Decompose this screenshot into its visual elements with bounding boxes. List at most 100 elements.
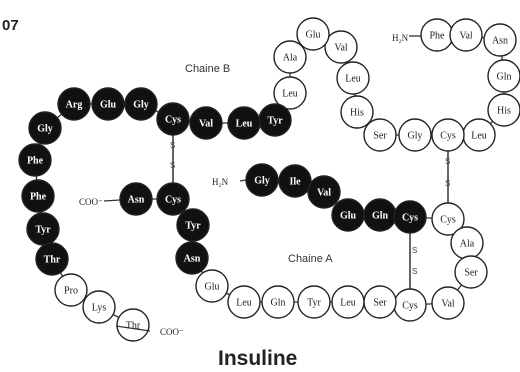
chain-b-residue-21 xyxy=(91,87,125,121)
chain-a-residue-label: Glu xyxy=(205,282,220,293)
chain-b-residue-label: Gly xyxy=(408,131,423,142)
diagram-title: Insuline xyxy=(218,347,297,370)
chain-b-residue-label: Arg xyxy=(66,100,83,111)
chain-a-residue-label: Gln xyxy=(271,298,286,309)
chain-a-residue-21 xyxy=(119,182,153,216)
chain-a-residue-label: Ile xyxy=(289,177,301,188)
chain-a-residue-label: Ser xyxy=(373,298,387,309)
chain-a-residue-label: Asn xyxy=(184,254,201,265)
chain-a-residue-18 xyxy=(175,241,209,275)
chain-b-residue-label: Phe xyxy=(430,31,446,42)
chain-b-residue-20 xyxy=(124,87,158,121)
chain-b-residue-label: Ala xyxy=(283,53,298,64)
chain-a-residue-label: Cys xyxy=(165,195,181,206)
chain-b-residue-22 xyxy=(57,87,91,121)
terminus-dash xyxy=(239,179,247,182)
chain-b-residue-label: His xyxy=(350,108,364,119)
bridge-a6-a11-s2: S xyxy=(412,267,417,276)
chain-a-residue-label: Cys xyxy=(440,215,456,226)
chain-a-residue-label: Tyr xyxy=(185,221,201,232)
chain-b-residue-3 xyxy=(483,23,517,57)
chain-b-residue-label: Gln xyxy=(497,72,512,83)
chain-a-residue-2 xyxy=(278,164,312,198)
chain-b-residue-7 xyxy=(431,118,465,152)
chain-b-residue-15 xyxy=(273,76,307,110)
chain-b-residue-8 xyxy=(398,118,432,152)
chain-b-residue-label: Thr xyxy=(126,321,141,332)
chain-b-residue-label: Phe xyxy=(30,192,47,203)
chain-a-residue-13 xyxy=(331,285,365,319)
chain-b-residue-24 xyxy=(18,143,52,177)
bridge-a6-a11-s1: S xyxy=(412,246,417,255)
bridge-b19-a20-s1: S xyxy=(445,157,450,166)
chain-a-residue-label: Gln xyxy=(372,211,389,222)
chain-b-c-terminus: COO⁻ xyxy=(160,327,184,337)
chain-a-residue-3 xyxy=(307,175,341,209)
chain-b-residue-label: Gly xyxy=(37,124,53,135)
chain-a-residue-label: Leu xyxy=(236,298,252,309)
chain-b-residue-label: Val xyxy=(459,31,473,42)
chain-a-residue-label: Gly xyxy=(254,176,270,187)
chain-a-residue-label: Leu xyxy=(340,298,356,309)
page-label: 07 xyxy=(2,17,19,34)
terminus-dash xyxy=(115,325,151,332)
chain-a-residue-label: Cys xyxy=(402,301,418,312)
bridge-b19-a20-s2: S xyxy=(445,179,450,188)
chain-b-residue-12 xyxy=(324,30,358,64)
chain-a-residue-label: Asn xyxy=(128,195,145,206)
chain-a-label: Chaine A xyxy=(288,253,333,265)
chain-b-residue-10 xyxy=(340,95,374,129)
chain-b-residue-label: Gly xyxy=(133,100,149,111)
chain-a-residue-10 xyxy=(431,286,465,320)
chain-a-residue-17 xyxy=(195,269,229,303)
chain-b-n-terminus: H₂N xyxy=(392,33,409,43)
chain-b-residue-label: Lys xyxy=(92,303,107,314)
chain-b-residue-label: Phe xyxy=(27,156,44,167)
chain-b-residue-label: Leu xyxy=(471,131,487,142)
chain-b-residue-30 xyxy=(116,308,150,342)
chain-b-label: Chaine B xyxy=(185,63,230,75)
chain-a-n-terminus: H₂N xyxy=(212,177,229,187)
bridge-b7-a7-s1: S xyxy=(170,141,175,150)
chain-b-residue-label: Leu xyxy=(345,74,361,85)
chain-b-residue-17 xyxy=(227,106,261,140)
chain-b-residue-5 xyxy=(487,93,520,127)
chain-b-residue-13 xyxy=(296,17,330,51)
chain-a-residue-9 xyxy=(454,255,488,289)
chain-b-residue-29 xyxy=(82,290,116,324)
chain-b-residue-2 xyxy=(449,18,483,52)
chain-b-residue-label: Val xyxy=(334,43,348,54)
chain-b-residue-label: Pro xyxy=(64,286,78,297)
chain-a-residue-label: Ser xyxy=(464,268,478,279)
chain-b-residue-9 xyxy=(363,118,397,152)
chain-a-residue-7 xyxy=(431,202,465,236)
chain-b-residue-4 xyxy=(487,59,520,93)
chain-b-residue-19 xyxy=(156,102,190,136)
chain-b-residue-label: Asn xyxy=(492,36,508,47)
chain-b-residue-label: Ser xyxy=(373,131,387,142)
chain-a-residue-label: Val xyxy=(317,188,331,199)
chain-b-residue-28 xyxy=(54,273,88,307)
chain-b-residue-label: Thr xyxy=(44,255,61,266)
chain-a-c-terminus: COO⁻ xyxy=(79,197,103,207)
chain-b-residue-label: Val xyxy=(199,119,213,130)
chain-b-residue-label: Cys xyxy=(440,131,456,142)
chain-b-residue-label: Glu xyxy=(306,30,321,41)
chain-a-residue-label: Glu xyxy=(340,211,357,222)
chain-b-residue-23 xyxy=(28,111,62,145)
chain-a-residue-label: Ala xyxy=(460,239,475,250)
chain-b-residue-label: His xyxy=(497,106,511,117)
chain-a-residue-14 xyxy=(297,285,331,319)
chain-b-residue-18 xyxy=(189,106,223,140)
terminus-dash xyxy=(103,199,121,202)
chain-a-residue-19 xyxy=(176,208,210,242)
chain-b-residue-label: Leu xyxy=(236,119,253,130)
chain-a-residue-16 xyxy=(227,285,261,319)
chain-a-residue-15 xyxy=(261,285,295,319)
chain-b-residue-27 xyxy=(35,242,69,276)
chain-a-residue-20 xyxy=(156,182,190,216)
chain-b-residue-label: Leu xyxy=(282,89,298,100)
